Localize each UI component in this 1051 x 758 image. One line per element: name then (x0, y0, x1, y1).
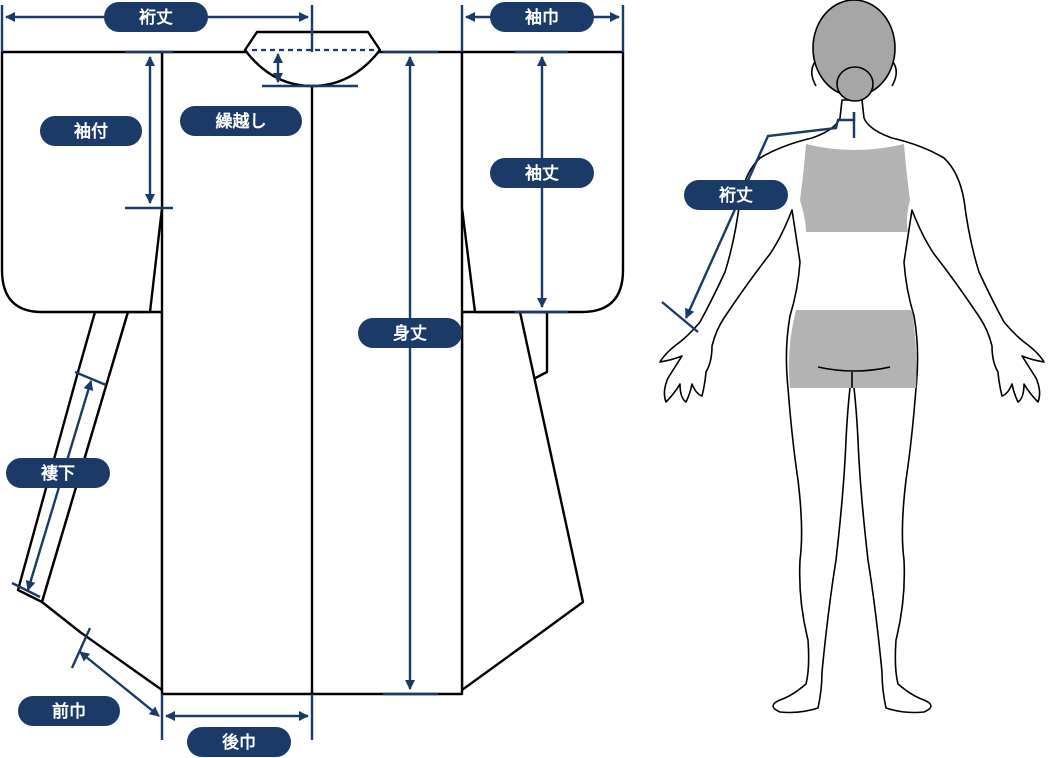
dimension-lines (0, 5, 625, 740)
label-pill-yuki-top: 裄丈 (104, 2, 208, 32)
svg-text:袖巾: 袖巾 (525, 7, 559, 28)
label-pill-yuki-body: 裄丈 (684, 180, 788, 210)
right-front-panel (460, 310, 585, 692)
label-pill-sodetsuke: 袖付 (40, 116, 142, 146)
svg-text:袖付: 袖付 (74, 121, 108, 142)
label-pill-emonnuki: 繰越し (180, 106, 302, 136)
label-pill-okumishita: 褄下 (6, 458, 110, 488)
svg-text:繰越し: 繰越し (216, 111, 267, 132)
svg-text:裄丈: 裄丈 (138, 8, 173, 28)
svg-text:後巾: 後巾 (222, 732, 256, 753)
label-pill-mitake: 身丈 (358, 318, 462, 348)
buttock-line (817, 366, 891, 372)
human-figure-back (659, 0, 1045, 714)
svg-text:袖丈: 袖丈 (525, 163, 559, 184)
dim-maehaba (79, 651, 160, 717)
label-pill-ushirohaba: 後巾 (187, 727, 291, 757)
svg-text:裄丈: 裄丈 (718, 186, 753, 206)
svg-text:前巾: 前巾 (52, 701, 86, 722)
label-pill-sodehaba: 袖巾 (490, 2, 594, 32)
right-ear (891, 61, 898, 87)
svg-text:褄下: 褄下 (41, 463, 75, 484)
left-ear (810, 61, 817, 87)
hair-bun (836, 66, 874, 102)
top-garment (800, 144, 910, 232)
label-pill-sodetake: 袖丈 (490, 158, 594, 188)
svg-text:身丈: 身丈 (393, 323, 427, 344)
left-sleeve (0, 50, 164, 314)
label-pill-maehaba: 前巾 (18, 696, 120, 726)
